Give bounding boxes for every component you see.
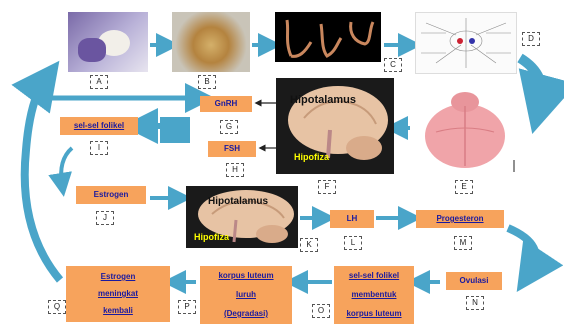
progesteron-box: Progesteron [416, 210, 504, 228]
hipofiza-label: Hipofiza [294, 152, 329, 162]
korpus-luteum-line-2: luruh [236, 290, 256, 299]
label-n: N [466, 296, 484, 310]
label-m: M [454, 236, 472, 250]
anatomy-schematic [415, 12, 517, 74]
photo-reproductive-tract [275, 12, 381, 62]
label-h: H [226, 163, 244, 177]
arrow-block [160, 117, 190, 143]
label-b: B [198, 75, 216, 89]
folikel-membentuk-line-3: korpus luteum [346, 309, 401, 318]
label-q: Q [48, 300, 66, 314]
label-f: F [318, 180, 336, 194]
label-c: C [384, 58, 402, 72]
lh-box: LH [330, 210, 374, 228]
folikel-membentuk-line-1: sel-sel folikel [349, 271, 399, 280]
sel-folikel-box: sel-sel folikel [60, 117, 138, 135]
brain-sagittal-small: Hipotalamus Hipofiza [186, 186, 298, 248]
brain-sagittal-large: Hipotalamus Hipofiza [276, 78, 394, 174]
folikel-membentuk-line-2: membentuk [352, 290, 397, 299]
label-d: D [522, 32, 540, 46]
label-g: G [220, 120, 238, 134]
label-k: K [300, 238, 318, 252]
estrogen-kembali-box: Estrogen meningkat kembali [66, 266, 170, 322]
arrow-loop-q-top [25, 80, 60, 280]
arrow-i-estrogen [61, 148, 72, 185]
korpus-luteum-line-1: korpus luteum [218, 271, 273, 280]
label-a: A [90, 75, 108, 89]
hipotalamus-label: Hipotalamus [290, 94, 356, 106]
ovulasi-box: Ovulasi [446, 272, 502, 290]
arrow-progesteron-ovulasi [508, 228, 536, 272]
hipotalamus-label-small: Hipotalamus [208, 196, 268, 207]
label-e: E [455, 180, 473, 194]
label-j: J [96, 211, 114, 225]
photo-tissue [172, 12, 250, 72]
korpus-luteum-box: korpus luteum luruh (Degradasi) [200, 266, 292, 324]
gnrh-box: GnRH [200, 96, 252, 112]
label-l: L [344, 236, 362, 250]
folikel-membentuk-box: sel-sel folikel membentuk korpus luteum [334, 266, 414, 324]
fsh-box: FSH [208, 141, 256, 157]
korpus-luteum-line-3: (Degradasi) [224, 309, 268, 318]
label-o: O [312, 304, 330, 318]
estrogen-kembali-line-2: meningkat [98, 289, 138, 298]
sel-folikel-text: sel-sel folikel [74, 121, 124, 130]
estrogen-kembali-line-3: kembali [103, 306, 133, 315]
label-p: P [178, 300, 196, 314]
label-i: I [90, 141, 108, 155]
estrogen-kembali-line-1: Estrogen [101, 272, 136, 281]
progesteron-text: Progesteron [436, 214, 483, 223]
photo-mouse-handling [68, 12, 148, 72]
arrow-d-e [520, 58, 542, 105]
hipofiza-label-small: Hipofiza [194, 232, 229, 242]
photo-pink-brain [420, 88, 510, 174]
estrogen-box: Estrogen [76, 186, 146, 204]
